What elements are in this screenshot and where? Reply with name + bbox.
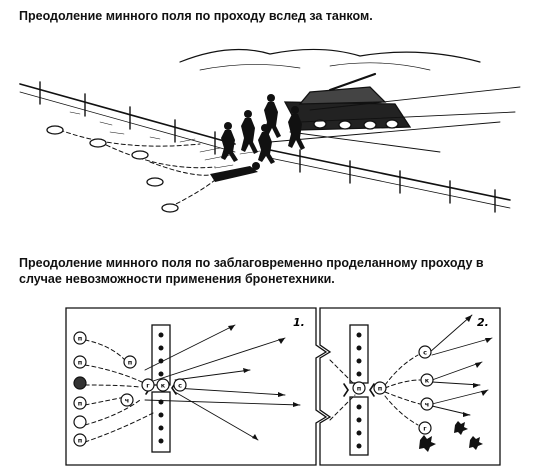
horizon-line <box>179 48 481 63</box>
soldier-mark-p: п <box>78 437 83 445</box>
fence-upper-wire <box>19 91 236 153</box>
panel-2-arrowheads <box>463 315 492 417</box>
soldier-mark-p: п <box>78 400 83 408</box>
panel-1-arrowheads <box>228 325 300 440</box>
panel-1-approach-paths <box>84 339 156 443</box>
ground-hatching <box>69 111 261 169</box>
soldier-mark-s: с <box>178 382 182 390</box>
soldier-mark-g: г <box>423 425 427 433</box>
caption-prepared-passage: Преодоление минного поля по заблаговреме… <box>19 255 484 287</box>
fence-upper <box>19 83 236 145</box>
soldier-mark-ch: ч <box>425 401 429 409</box>
prepared-passage-diagram: 1. 2. п п п п п г к с ч п п с к ч г <box>65 307 501 466</box>
fence-upper-posts <box>39 81 216 155</box>
caption-tank-passage: Преодоление минного поля по проходу всле… <box>19 9 373 23</box>
fence-lower <box>269 149 511 201</box>
panel-2-lane <box>349 324 369 456</box>
soldier-mark-p: п <box>128 359 133 367</box>
panel-2-fire-arrows <box>429 314 493 416</box>
caption-line-1: Преодоление минного поля по заблаговреме… <box>19 256 484 270</box>
panel-2-entry-bracket <box>343 383 375 397</box>
tank-passage-illustration <box>19 48 521 213</box>
soldier-mark-s: с <box>423 349 427 357</box>
fence-lower-posts <box>299 149 496 213</box>
caption-line-2: случае невозможности применения бронетех… <box>19 272 335 286</box>
fire-lines <box>269 86 521 153</box>
panel-1-fire-arrows <box>144 324 301 441</box>
hill-hatching <box>199 62 431 71</box>
soldier-group <box>210 94 305 182</box>
panel-1-lane <box>151 324 171 453</box>
mines <box>46 125 179 213</box>
panel-2-number: 2. <box>477 316 489 329</box>
soldier-mark-p: п <box>378 385 383 393</box>
soldier-mark-g: г <box>146 382 150 390</box>
panel-2-approach-paths <box>329 354 421 426</box>
soldier-mark-p: п <box>357 385 362 393</box>
shell-bursts <box>419 421 483 452</box>
soldier-mark-p: п <box>78 335 83 343</box>
panel-2-frame <box>319 307 501 466</box>
soldier-mark-ch: ч <box>125 397 129 405</box>
panel-1-soldiers <box>73 331 187 447</box>
panel-1-frame <box>65 307 328 466</box>
movement-paths <box>59 129 216 208</box>
soldier-mark-k: к <box>161 382 166 390</box>
panel-1-number: 1. <box>293 316 305 329</box>
fence-lower-wire <box>269 157 511 209</box>
soldier-mark-p: п <box>78 359 83 367</box>
panel-2-soldiers <box>352 345 434 435</box>
soldier-mark-k: к <box>425 377 430 385</box>
